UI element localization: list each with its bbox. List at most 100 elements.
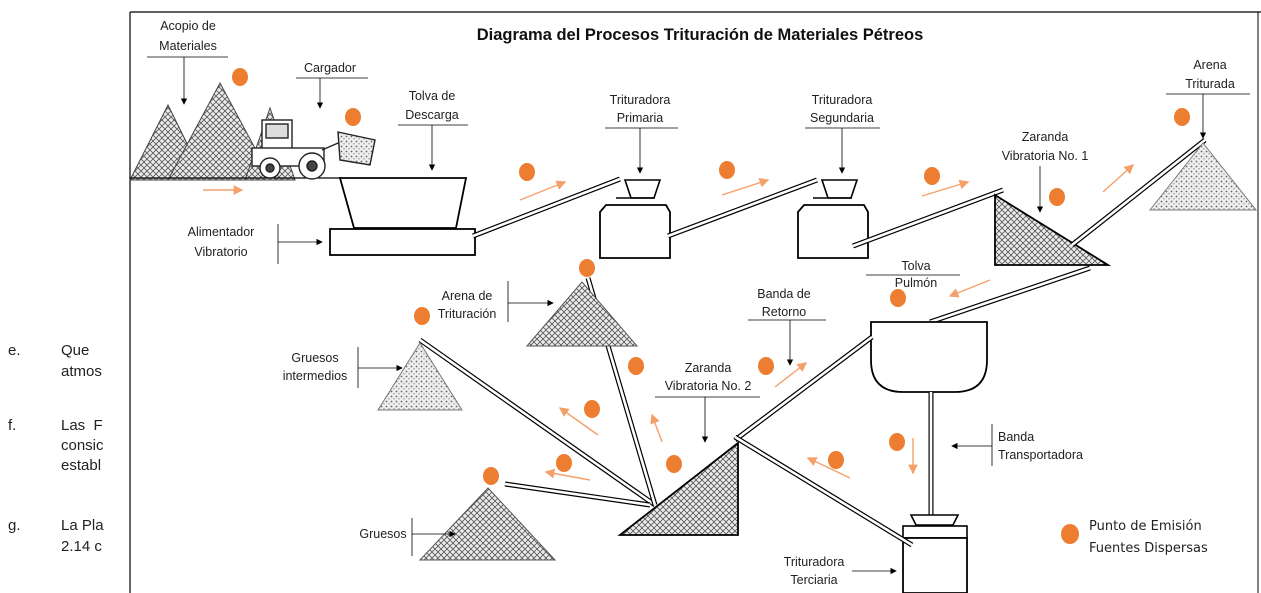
label-alimentador-line1: Alimentador: [188, 225, 255, 239]
item-line: establ: [61, 457, 102, 474]
emission-point: [890, 289, 906, 307]
label-acopio-line2: Materiales: [159, 39, 217, 53]
label-banda-retorno-line1: Banda de: [757, 287, 811, 301]
conveyor-belt-inner: [734, 435, 913, 547]
label-gruesos-intermedios-line1: Gruesos: [291, 351, 338, 365]
emission-point: [1174, 108, 1190, 126]
legend-emission-icon: [1061, 524, 1079, 544]
emission-point: [483, 467, 499, 485]
label-acopio-line1: Acopio de: [160, 19, 216, 33]
item-letter: f.: [8, 417, 17, 434]
stockpile-large: [167, 81, 273, 181]
legend-line1: Punto de Emisión: [1089, 519, 1202, 534]
flow-arrow: [650, 413, 663, 443]
pile-arena-triturada: [1148, 142, 1258, 211]
label-primaria-line1: Trituradora: [610, 93, 671, 107]
label-zaranda1-line1: Zaranda: [1022, 130, 1069, 144]
crusher-tertiary: [902, 537, 968, 593]
crusher-secondary: [797, 204, 869, 259]
pile-gruesos-intermedios: [377, 342, 463, 411]
conveyor-belt-inner: [419, 338, 656, 507]
legend-line2: Fuentes Dispersas: [1089, 541, 1208, 556]
conveyor-belt-inner: [734, 335, 873, 442]
emission-point: [519, 163, 535, 181]
label-segundaria-line2: Segundaria: [810, 111, 874, 125]
crusher-primary-inlet: [623, 179, 662, 199]
emission-point: [584, 400, 600, 418]
emission-point: [666, 455, 682, 473]
pile-gruesos: [418, 487, 557, 561]
label-gruesos: Gruesos: [359, 527, 406, 541]
diagram-title: Diagrama del Procesos Trituración de Mat…: [477, 26, 924, 44]
label-arena-triturada-line2: Triturada: [1185, 77, 1235, 91]
label-tolva-descarga-line2: Descarga: [405, 108, 459, 122]
label-arena-triturada-line1: Arena: [1193, 58, 1226, 72]
flow-arrow: [774, 362, 808, 388]
conveyor-belt-inner: [1071, 138, 1206, 247]
flow-arrow: [921, 179, 970, 197]
emission-point: [345, 108, 361, 126]
crusher-tertiary-inlet: [909, 514, 960, 526]
item-line: Que: [61, 342, 90, 359]
emission-point: [556, 454, 572, 472]
emission-point: [719, 161, 735, 179]
conveyor-belt-inner: [929, 266, 1091, 324]
label-primaria-line2: Primaria: [617, 111, 664, 125]
emission-point: [628, 357, 644, 375]
pile-arena-trituracion: [525, 281, 639, 347]
item-line: consic: [61, 437, 104, 454]
emission-point: [579, 259, 595, 277]
flow-arrow: [544, 468, 591, 481]
label-banda-retorno-line2: Retorno: [762, 305, 807, 319]
flow-arrow: [1102, 164, 1135, 193]
flow-arrow: [519, 180, 567, 201]
hopper-surge: [870, 321, 988, 393]
item-line: atmos: [61, 363, 102, 380]
conveyor-belt-inner: [504, 482, 651, 507]
flow-arrow: [806, 457, 851, 479]
legend: Punto de Emisión Fuentes Dispersas: [1061, 519, 1208, 556]
emission-point: [889, 433, 905, 451]
emission-point: [924, 167, 940, 185]
label-tolva-pulmon-line2: Pulmón: [895, 276, 937, 290]
label-terciaria-line1: Trituradora: [784, 555, 845, 569]
emission-point: [232, 68, 248, 86]
item-letter: g.: [8, 517, 21, 534]
conveyor-belt-inner: [667, 178, 818, 238]
emission-point: [1049, 188, 1065, 206]
screen-vibratory-2: [617, 441, 739, 536]
label-zaranda2-line1: Zaranda: [685, 361, 732, 375]
flow-arrow: [721, 177, 770, 196]
label-cargador: Cargador: [304, 61, 356, 75]
label-tolva-descarga-line1: Tolva de: [409, 89, 456, 103]
item-line: Las F: [61, 417, 103, 434]
label-segundaria-line1: Trituradora: [812, 93, 873, 107]
label-alimentador-line2: Vibratorio: [194, 245, 247, 259]
crusher-tertiary-cap: [902, 525, 968, 539]
item-line: 2.14 c: [61, 538, 102, 555]
flow-arrows: [203, 164, 1135, 481]
label-gruesos-intermedios-line2: intermedios: [283, 369, 348, 383]
label-arena-trituracion-line2: Trituración: [438, 307, 497, 321]
label-zaranda1-line2: Vibratoria No. 1: [1002, 149, 1089, 163]
item-letter: e.: [8, 342, 21, 359]
label-banda-transportadora-line1: Banda: [998, 430, 1034, 444]
label-tolva-pulmon-line1: Tolva: [901, 259, 930, 273]
label-zaranda2-line2: Vibratoria No. 2: [665, 379, 752, 393]
flow-arrow: [558, 407, 599, 436]
label-terciaria-line2: Terciaria: [790, 573, 837, 587]
emission-point: [758, 357, 774, 375]
conveyor-belt-inner: [852, 188, 1004, 248]
emission-point: [414, 307, 430, 325]
flow-arrow: [948, 279, 991, 298]
vibrating-feeder: [329, 228, 476, 256]
emission-points: [232, 68, 1190, 485]
label-banda-transportadora-line2: Transportadora: [998, 448, 1083, 462]
hopper-discharge: [338, 177, 468, 229]
label-arena-trituracion-line1: Arena de: [442, 289, 493, 303]
item-line: La Pla: [61, 517, 104, 534]
screen-vibratory-1: [994, 193, 1112, 266]
loader-icon: [251, 119, 376, 180]
crusher-secondary-inlet: [820, 179, 859, 199]
